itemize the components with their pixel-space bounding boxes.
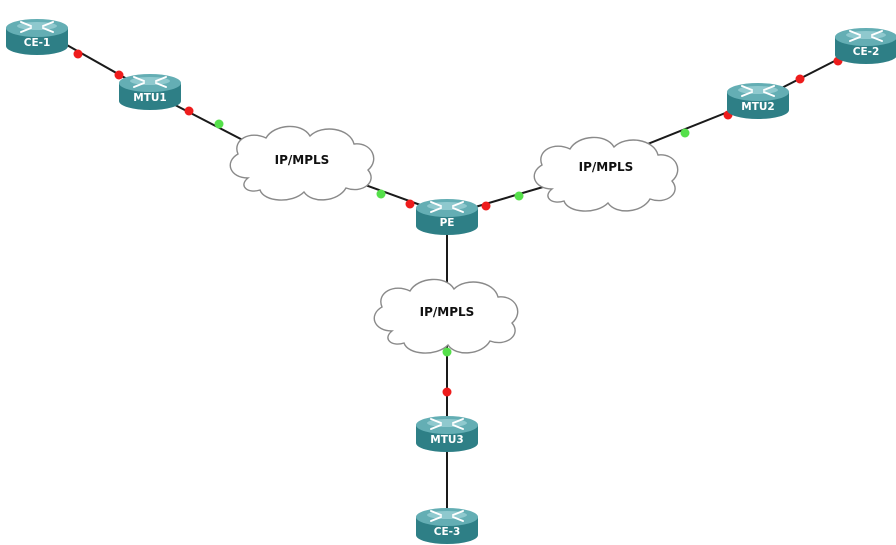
cloud-right[interactable]: IP/MPLS	[533, 136, 679, 212]
port-cloud-right-top-up	[680, 128, 690, 138]
ports-layer	[73, 49, 843, 397]
router-label: CE-2	[853, 46, 880, 58]
router-pe[interactable]: PE	[415, 198, 479, 236]
router-mtu1[interactable]: MTU1	[118, 73, 182, 111]
router-label: CE-1	[24, 37, 51, 49]
cloud-center[interactable]: IP/MPLS	[373, 278, 519, 354]
port-pe-left-down	[405, 199, 415, 209]
router-ce2[interactable]: CE-2	[834, 27, 896, 65]
port-cloud-left-right-up	[376, 189, 386, 199]
router-label: MTU3	[430, 434, 463, 446]
cloud-left[interactable]: IP/MPLS	[229, 125, 375, 201]
router-label: MTU2	[741, 101, 774, 113]
router-mtu3[interactable]: MTU3	[415, 415, 479, 453]
cloud-label: IP/MPLS	[579, 160, 634, 174]
router-ce1[interactable]: CE-1	[5, 18, 69, 56]
port-pe-right-down	[481, 201, 491, 211]
cloud-icon	[533, 136, 679, 212]
cloud-label: IP/MPLS	[420, 305, 475, 319]
cloud-label: IP/MPLS	[275, 153, 330, 167]
port-mtu1-left-down	[114, 70, 124, 80]
router-ce3[interactable]: CE-3	[415, 507, 479, 545]
router-label: PE	[440, 217, 455, 229]
router-label: CE-3	[434, 526, 461, 538]
port-mtu2-right-down	[795, 74, 805, 84]
port-ce1-down	[73, 49, 83, 59]
router-label: MTU1	[133, 92, 166, 104]
port-cloud-center-up	[442, 347, 452, 357]
port-mtu3-down	[442, 387, 452, 397]
router-mtu2[interactable]: MTU2	[726, 82, 790, 120]
port-cloud-right-up	[514, 191, 524, 201]
port-cloud-left-up	[214, 119, 224, 129]
port-mtu1-right-down	[184, 106, 194, 116]
